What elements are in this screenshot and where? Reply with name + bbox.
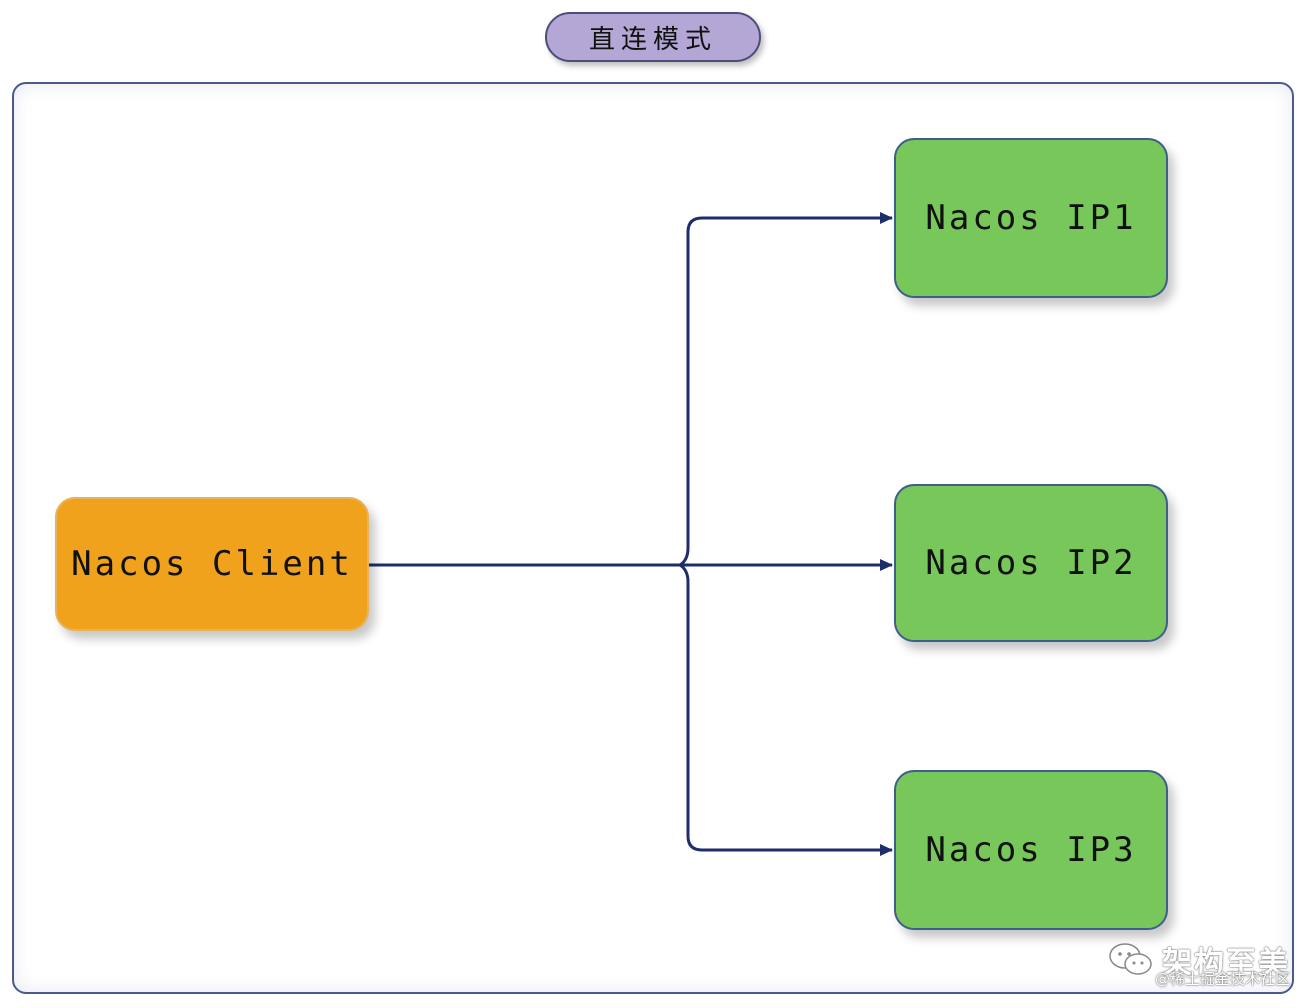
nacos-client-label: Nacos Client [71,544,353,584]
wechat-icon [1108,942,1154,978]
nacos-ip2-node: Nacos IP2 [894,484,1168,642]
watermark-main-text: 架构至美 [1162,946,1290,981]
nacos-ip2-label: Nacos IP2 [925,543,1137,583]
nacos-ip3-label: Nacos IP3 [925,830,1137,870]
nacos-ip1-node: Nacos IP1 [894,138,1168,298]
nacos-client-node: Nacos Client [55,497,369,631]
diagram-title: 直连模式 [545,12,761,62]
diagram-title-text: 直连模式 [588,24,717,55]
nacos-ip3-node: Nacos IP3 [894,770,1168,930]
watermark: 架构至美 @稀土掘金技术社区 [1108,938,1290,988]
nacos-ip1-label: Nacos IP1 [925,198,1137,238]
watermark-sub-text: @稀土掘金技术社区 [1154,970,1290,988]
